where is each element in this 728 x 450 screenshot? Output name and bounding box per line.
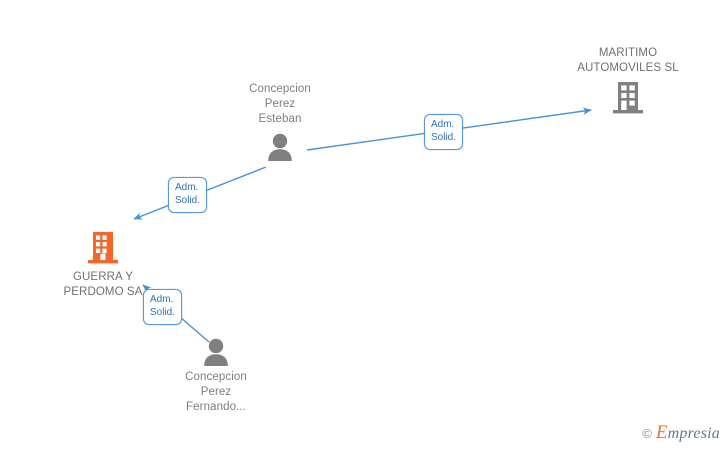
brand-rest: mpresia [667, 425, 720, 442]
node-label-guerra-perdomo: GUERRA Y PERDOMO SA [63, 271, 143, 298]
brand-wordmark: Empresia [656, 422, 720, 444]
building-icon [613, 82, 643, 114]
node-maritimo-automoviles-sl[interactable]: MARITIMO AUTOMOVILES SL [548, 46, 708, 116]
edge-label-adm-solid-maritimo[interactable]: Adm. Solid. [424, 114, 464, 150]
person-icon [268, 133, 292, 161]
copyright-symbol: © [642, 425, 652, 441]
edge-label-adm-solid-guerra-fernando[interactable]: Adm. Solid. [143, 289, 183, 325]
empresia-watermark: © Empresia [642, 422, 720, 444]
building-icon [88, 232, 118, 264]
node-guerra-y-perdomo-sa[interactable]: GUERRA Y PERDOMO SA [23, 230, 183, 300]
brand-initial: E [655, 422, 668, 443]
node-label-maritimo: MARITIMO AUTOMOVILES SL [577, 47, 679, 74]
node-label-concepcion-esteban: Concepcion Perez Esteban [249, 83, 311, 125]
node-concepcion-perez-esteban[interactable]: Concepcion Perez Esteban [200, 82, 360, 161]
edge-label-adm-solid-guerra-esteban[interactable]: Adm. Solid. [168, 177, 208, 213]
node-label-concepcion-fernando: Concepcion Perez Fernando... [185, 371, 247, 413]
node-concepcion-perez-fernando[interactable]: Concepcion Perez Fernando... [136, 338, 296, 415]
person-icon [204, 338, 228, 366]
